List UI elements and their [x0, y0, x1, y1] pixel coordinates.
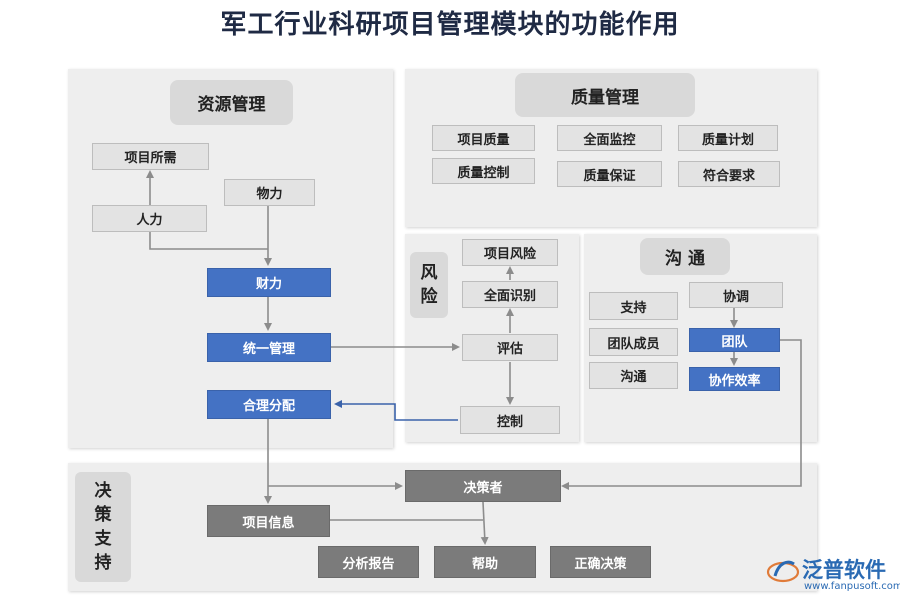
- resource-panel: [68, 69, 393, 448]
- node-analysis-report: 分析报告: [318, 546, 419, 578]
- risk-heading: 风险: [410, 252, 448, 318]
- node-full-identify: 全面识别: [462, 281, 558, 308]
- node-unified-management: 统一管理: [207, 333, 331, 362]
- resource-heading: 资源管理: [170, 80, 293, 125]
- brand-logo: 泛普软件 www.fanpusoft.com: [766, 552, 900, 596]
- logo-name: 泛普软件: [802, 558, 886, 582]
- node-material: 物力: [224, 179, 315, 206]
- node-communicate: 沟通: [589, 362, 678, 389]
- node-allocation: 合理分配: [207, 390, 331, 419]
- node-help: 帮助: [434, 546, 536, 578]
- node-finance: 财力: [207, 268, 331, 297]
- node-project-info: 项目信息: [207, 505, 330, 537]
- node-evaluate: 评估: [462, 334, 558, 361]
- node-efficiency: 协作效率: [689, 367, 780, 391]
- node-control: 控制: [460, 406, 560, 434]
- node-meet-requirements: 符合要求: [678, 161, 780, 187]
- communication-heading: 沟 通: [640, 238, 730, 275]
- node-quality-plan: 质量计划: [678, 125, 778, 151]
- arrow-team-to-decision-maker: [561, 339, 802, 490]
- node-decision-maker: 决策者: [405, 470, 561, 502]
- node-correct-decision: 正确决策: [550, 546, 651, 578]
- node-team: 团队: [689, 328, 780, 352]
- node-project-quality: 项目质量: [432, 125, 535, 151]
- page-title: 军工行业科研项目管理模块的功能作用: [220, 10, 680, 40]
- node-full-monitor: 全面监控: [557, 125, 662, 151]
- arrow-control-to-allocation: [334, 400, 458, 421]
- logo-url: www.fanpusoft.com: [804, 581, 900, 592]
- fanpu-logo-icon: [766, 560, 800, 583]
- node-manpower: 人力: [92, 205, 207, 232]
- node-project-needs: 项目所需: [92, 143, 209, 170]
- node-coordinate: 协调: [689, 282, 783, 308]
- node-team-members: 团队成员: [589, 328, 678, 356]
- decision-heading: 决策支持: [75, 472, 131, 582]
- node-quality-control: 质量控制: [432, 158, 535, 184]
- arrow-decision-maker-to-help: [480, 501, 489, 545]
- arrow-manpower-to-finance: [149, 232, 268, 250]
- node-project-risk: 项目风险: [462, 239, 558, 266]
- node-quality-assurance: 质量保证: [557, 161, 662, 187]
- node-support: 支持: [589, 292, 678, 320]
- quality-heading: 质量管理: [515, 73, 695, 117]
